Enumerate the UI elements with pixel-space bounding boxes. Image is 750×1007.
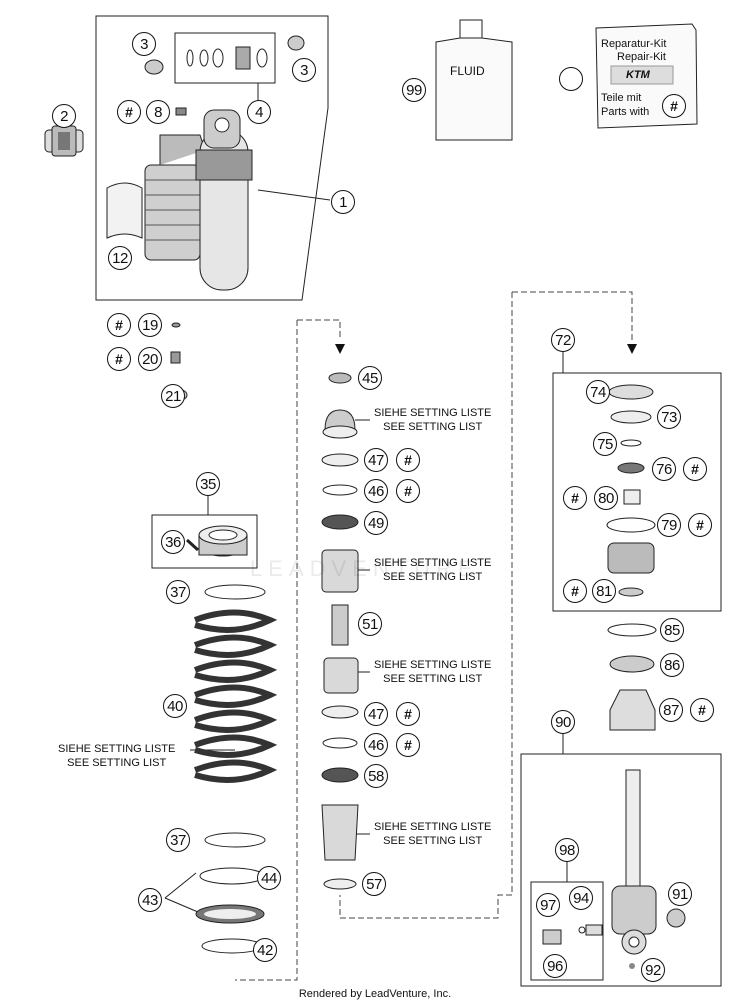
callout-47-bottom: 47	[364, 702, 388, 726]
repair-kit-line1: Reparatur-Kit	[601, 38, 667, 50]
hash-marker: #	[107, 313, 131, 337]
callout-40: 40	[163, 694, 187, 718]
callout-45: 45	[358, 366, 382, 390]
setting-note-en: SEE SETTING LIST	[383, 673, 483, 685]
setting-note-de: SIEHE SETTING LISTE	[374, 557, 492, 569]
callout-98: 99	[402, 78, 426, 102]
callout-86: 86	[660, 653, 684, 677]
part-12-illustration	[106, 182, 143, 239]
callout-37-top: 37	[166, 580, 190, 604]
hash-marker: #	[396, 448, 420, 472]
watermark: LEADVENTURE	[250, 556, 479, 581]
callout-94: 96	[543, 954, 567, 978]
callout-4: 4	[247, 100, 271, 124]
repair-kit-line4: Parts with	[601, 106, 650, 118]
assembly-72-frame	[552, 372, 722, 612]
hash-marker: #	[690, 698, 714, 722]
callout-90: 90	[551, 710, 575, 734]
setting-note-en: SEE SETTING LIST	[383, 571, 483, 583]
callout-57: 57	[362, 872, 386, 896]
hash-marker: #	[683, 457, 707, 481]
assembly-35-frame	[151, 514, 258, 569]
callout-85: 85	[660, 618, 684, 642]
callout-21: 21	[161, 384, 185, 408]
callout-87: 87	[659, 698, 683, 722]
fluid-bottle-illustration	[435, 19, 513, 141]
hash-marker: #	[396, 702, 420, 726]
callout-72: 72	[551, 328, 575, 352]
callout-3-right: 3	[292, 58, 316, 82]
assembly-90-frame	[520, 753, 722, 987]
callout-80: 80	[594, 486, 618, 510]
assembly-4-frame	[174, 32, 276, 84]
callout-36: 36	[161, 530, 185, 554]
callout-58: 58	[364, 764, 388, 788]
piston-rod-illustration	[611, 769, 657, 955]
setting-note-5: SIEHE SETTING LISTE SEE SETTING LIST	[58, 742, 175, 770]
callout-1: 1	[331, 190, 355, 214]
repair-kit-line3: Teile mit	[601, 92, 642, 104]
fluid-label: FLUID	[450, 64, 485, 78]
callout-20: 20	[138, 347, 162, 371]
setting-note-en: SEE SETTING LIST	[383, 835, 483, 847]
setting-note-4: SIEHE SETTING LISTE SEE SETTING LIST	[374, 820, 491, 848]
callout-47-top: 47	[364, 448, 388, 472]
shock-absorber-illustration	[144, 109, 253, 291]
setting-note-de: SIEHE SETTING LISTE	[58, 743, 176, 755]
hash-marker: #	[107, 347, 131, 371]
callout-2: 2	[52, 104, 76, 128]
callout-37-bottom: 37	[166, 828, 190, 852]
setting-note-3: SIEHE SETTING LISTE SEE SETTING LIST	[374, 658, 491, 686]
setting-note-2: SIEHE SETTING LISTE SEE SETTING LIST	[374, 556, 491, 584]
callout-51: 51	[358, 612, 382, 636]
callout-81: 81	[592, 579, 616, 603]
callout-35: 35	[196, 472, 220, 496]
callout-97: 98	[555, 838, 579, 862]
hash-marker: #	[563, 579, 587, 603]
callout-42: 42	[253, 938, 277, 962]
callout-46-top: 46	[364, 479, 388, 503]
setting-note-de: SIEHE SETTING LISTE	[374, 659, 492, 671]
repair-kit-line2: Repair-Kit	[617, 51, 666, 63]
callout-12: 12	[108, 246, 132, 270]
callout-46-bottom: 46	[364, 733, 388, 757]
setting-note-de: SIEHE SETTING LISTE	[374, 407, 492, 419]
assembly-1-frame	[95, 15, 329, 301]
preload-nut-illustration	[198, 525, 248, 557]
hash-marker: #	[396, 733, 420, 757]
callout-79: 79	[657, 513, 681, 537]
footer-credit: Rendered by LeadVenture, Inc.	[298, 988, 452, 1000]
hash-marker: #	[117, 100, 141, 124]
callout-76: 76	[652, 457, 676, 481]
callout-49: 49	[364, 511, 388, 535]
callout-73: 73	[657, 405, 681, 429]
hash-marker: #	[396, 479, 420, 503]
setting-note-en: SEE SETTING LIST	[67, 757, 167, 769]
callout-91: 91	[668, 882, 692, 906]
callout-92: 92	[641, 958, 665, 982]
callout-74: 74	[586, 380, 610, 404]
callout-99	[559, 67, 583, 91]
callout-93: 94	[569, 886, 593, 910]
callout-96: 97	[536, 893, 560, 917]
hash-marker: #	[688, 513, 712, 537]
hash-marker: #	[662, 94, 686, 118]
callout-19: 19	[138, 313, 162, 337]
callout-75: 75	[593, 432, 617, 456]
part-2-illustration	[44, 125, 84, 157]
setting-note-de: SIEHE SETTING LISTE	[374, 821, 492, 833]
callout-3-left: 3	[132, 32, 156, 56]
spring-illustration	[193, 609, 278, 783]
callout-44: 44	[257, 866, 281, 890]
setting-note-en: SEE SETTING LIST	[383, 421, 483, 433]
repair-kit-brand: KTM	[626, 69, 650, 81]
hash-marker: #	[563, 486, 587, 510]
callout-8: 8	[146, 100, 170, 124]
setting-note-1: SIEHE SETTING LISTE SEE SETTING LIST	[374, 406, 491, 434]
callout-43: 43	[138, 888, 162, 912]
